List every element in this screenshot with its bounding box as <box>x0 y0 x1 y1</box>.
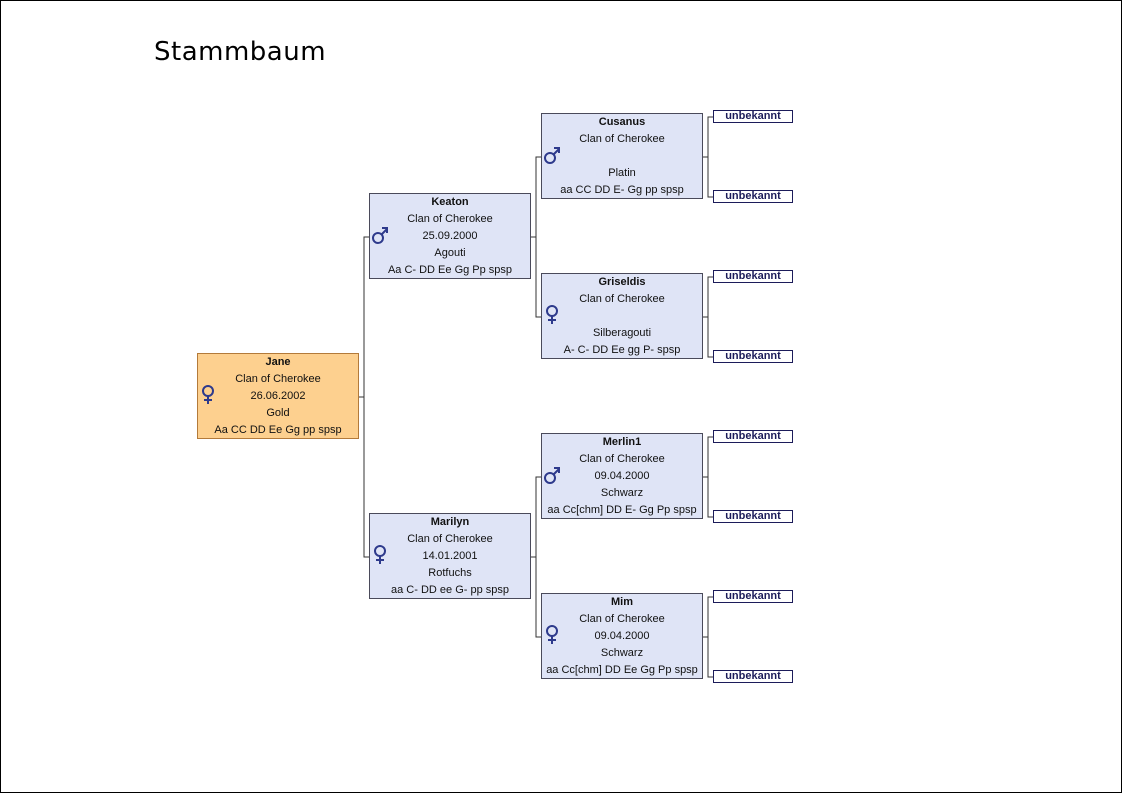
person-clan: Clan of Cherokee <box>407 533 493 545</box>
person-clan: Clan of Cherokee <box>579 453 665 465</box>
person-color: Platin <box>608 167 636 179</box>
person-birthdate: 25.09.2000 <box>422 230 478 242</box>
unknown-ancestor[interactable]: unbekannt <box>713 110 793 123</box>
female-symbol-icon <box>202 385 214 404</box>
connector-root-parent-bracket <box>363 236 369 558</box>
person-genes: Aa C- DD Ee Gg Pp spsp <box>387 264 513 276</box>
unknown-ancestor[interactable]: unbekannt <box>713 590 793 603</box>
person-name: Griseldis <box>598 276 646 288</box>
unknown-ancestor[interactable]: unbekannt <box>713 270 793 283</box>
person-name: Keaton <box>431 196 469 208</box>
connector-marilyn-bracket <box>535 476 541 638</box>
person-name: Merlin1 <box>602 436 642 448</box>
person-clan: Clan of Cherokee <box>235 373 321 385</box>
unknown-ancestor[interactable]: unbekannt <box>713 670 793 683</box>
person-color: Agouti <box>434 247 466 259</box>
unknown-ancestor[interactable]: unbekannt <box>713 510 793 523</box>
female-symbol-icon <box>374 545 386 564</box>
person-clan: Clan of Cherokee <box>579 613 665 625</box>
person-clan: Clan of Cherokee <box>579 293 665 305</box>
person-card-griseldis[interactable]: Griseldis Clan of Cherokee Silberagouti … <box>541 273 703 359</box>
female-symbol-icon <box>546 305 558 324</box>
person-card-marilyn[interactable]: Marilyn Clan of Cherokee 14.01.2001 Rotf… <box>369 513 531 599</box>
person-clan: Clan of Cherokee <box>579 133 665 145</box>
person-birthdate: 09.04.2000 <box>594 470 650 482</box>
page-title: Stammbaum <box>154 37 327 67</box>
person-genes: aa Cc[chm] DD Ee Gg Pp spsp <box>546 664 698 676</box>
connector-merlin1-bracket <box>707 436 713 518</box>
male-symbol-icon <box>544 147 560 164</box>
male-symbol-icon <box>544 467 560 484</box>
unknown-ancestor[interactable]: unbekannt <box>713 350 793 363</box>
person-clan: Clan of Cherokee <box>407 213 493 225</box>
person-color: Gold <box>266 407 290 419</box>
person-card-keaton[interactable]: Keaton Clan of Cherokee 25.09.2000 Agout… <box>369 193 531 279</box>
person-name: Mim <box>611 596 633 608</box>
person-genes: aa CC DD E- Gg pp spsp <box>560 184 684 196</box>
person-birthdate <box>542 148 702 165</box>
person-color: Schwarz <box>600 487 644 499</box>
person-birthdate: 14.01.2001 <box>422 550 478 562</box>
unknown-ancestor[interactable]: unbekannt <box>713 190 793 203</box>
person-card-mim[interactable]: Mim Clan of Cherokee 09.04.2000 Schwarz … <box>541 593 703 679</box>
person-color: Silberagouti <box>592 327 652 339</box>
person-color: Rotfuchs <box>428 567 472 579</box>
person-card-jane[interactable]: Jane Clan of Cherokee 26.06.2002 Gold Aa… <box>197 353 359 439</box>
connector-keaton-bracket <box>535 156 541 318</box>
person-genes: aa C- DD ee G- pp spsp <box>391 584 509 596</box>
person-birthdate <box>542 308 702 325</box>
connector-cusanus-bracket <box>707 116 713 198</box>
person-genes: A- C- DD Ee gg P- spsp <box>563 344 681 356</box>
person-birthdate: 26.06.2002 <box>250 390 306 402</box>
connector-griseldis-bracket <box>707 276 713 358</box>
person-birthdate: 09.04.2000 <box>594 630 650 642</box>
unknown-ancestor[interactable]: unbekannt <box>713 430 793 443</box>
male-symbol-icon <box>372 227 388 244</box>
person-card-cusanus[interactable]: Cusanus Clan of Cherokee Platin aa CC DD… <box>541 113 703 199</box>
female-symbol-icon <box>546 625 558 644</box>
person-name: Marilyn <box>430 516 470 528</box>
person-name: Cusanus <box>598 116 646 128</box>
person-genes: Aa CC DD Ee Gg pp spsp <box>214 424 342 436</box>
person-color: Schwarz <box>600 647 644 659</box>
connector-mim-bracket <box>707 596 713 678</box>
person-name: Jane <box>265 356 291 368</box>
person-card-merlin1[interactable]: Merlin1 Clan of Cherokee 09.04.2000 Schw… <box>541 433 703 519</box>
person-genes: aa Cc[chm] DD E- Gg Pp spsp <box>547 504 697 516</box>
